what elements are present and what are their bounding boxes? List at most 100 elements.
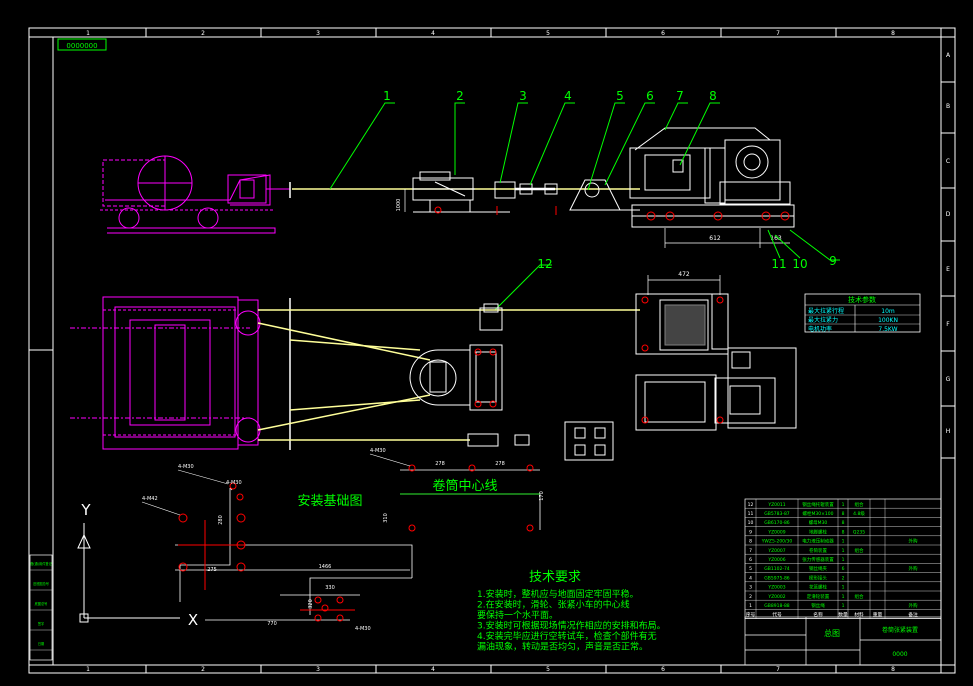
callout-1: 1: [383, 89, 391, 103]
row-letter: B: [946, 103, 950, 110]
axis-y-label: Y: [80, 501, 91, 519]
column-number: 3: [316, 666, 320, 673]
bom-header-cell: 重量: [873, 611, 883, 618]
callout-5: 5: [616, 89, 624, 103]
title-drawing-no: 0000: [892, 651, 907, 658]
fixed-pulley-assembly: [412, 171, 558, 213]
column-number: 2: [201, 30, 205, 37]
hole-label-2: 4-M30: [370, 448, 386, 454]
column-number: 6: [661, 30, 665, 37]
tech-requirements: 技术要求 1.安装时，整机应与地面固定牢固平稳。2.在安装时，滑轮、张紧小车的中…: [477, 570, 666, 653]
winch-plan-bolts: [641, 296, 724, 424]
column-number: 1: [86, 30, 90, 37]
turnbuckle-plan: [467, 421, 614, 461]
hole-label-4: 4-M30: [226, 480, 242, 486]
bom-cell: 螺母M30: [809, 519, 828, 526]
column-number: 3: [316, 30, 320, 37]
bom-cell: 8: [842, 511, 845, 517]
row-letter: G: [946, 376, 951, 383]
drum-centerline-label: 卷筒中心线: [432, 478, 497, 494]
bom-cell: 卷筒装置: [809, 547, 827, 554]
title-product: 卷筒张紧装置: [882, 626, 918, 634]
dim-320: 320: [308, 599, 314, 609]
bom-cell: 螺栓M30×100: [803, 510, 834, 517]
tension-cart: [100, 155, 290, 234]
bom-cell: 外购: [909, 565, 918, 572]
row-letter: A: [946, 52, 951, 59]
foundation-title: 安装基础图: [297, 494, 362, 509]
bom-cell: 张力传感器装置: [802, 556, 834, 563]
bom-header-cell: 数量: [838, 611, 848, 618]
stamp-label: 借(通)用件登记: [30, 561, 52, 566]
tech-param-value: 100KN: [878, 317, 898, 324]
bom-cell: GB5783-87: [764, 511, 790, 517]
requirement-line: 要保持一个水平面。: [477, 609, 558, 621]
bom-cell: 11: [748, 511, 754, 517]
hole-label-3: 4-M42: [142, 496, 158, 502]
bom-cell: 1: [842, 539, 845, 545]
bom-cell: GB1102-74: [764, 566, 790, 572]
bom-cell: 楔形接头: [809, 574, 827, 581]
requirement-line: 漏油现象，转动是否均匀，声音是否正常。: [477, 641, 648, 653]
callout-3: 3: [519, 89, 527, 103]
row-letter: D: [946, 211, 951, 218]
requirement-line: 4.安装完毕应进行空转试车，检查个部件有无: [477, 630, 657, 642]
bom-cell: 1: [749, 603, 752, 609]
bom-cell: YZ0002: [767, 594, 785, 600]
bom-header-cell: 代号: [772, 611, 782, 618]
bom-cell: 1: [842, 603, 845, 609]
dim-163: 163: [770, 235, 782, 242]
bom-cell: 外购: [909, 538, 918, 545]
column-number: 5: [546, 30, 550, 37]
front-elevation: 612 163 1000: [100, 127, 795, 248]
bom-cell: 8: [842, 520, 845, 526]
bom-cell: 8: [749, 539, 752, 545]
bom-cell: YZ0003: [767, 585, 785, 591]
dim-472: 472: [678, 271, 690, 278]
requirement-line: 1.安装时，整机应与地面固定牢固平稳。: [477, 588, 639, 600]
wire-rope-plan: [257, 309, 640, 441]
requirement-line: 3.安装时可根据现场情况作相应的安排和布局。: [477, 620, 666, 632]
column-number: 8: [891, 30, 895, 37]
stamp-label: 日期: [38, 641, 44, 646]
callout-2: 2: [456, 89, 464, 103]
bom-header-cell: 名称: [813, 611, 823, 618]
column-number: 7: [776, 666, 780, 673]
tech-param-value: 7.5KW: [878, 326, 897, 333]
rope-support-plan: [479, 303, 503, 331]
column-number: 8: [891, 666, 895, 673]
tech-param-name: 最大拉紧力: [808, 316, 838, 324]
tech-params-title: 技术参数: [848, 295, 876, 304]
bom-cell: 10: [748, 520, 754, 526]
pulley-plan-bolts: [474, 348, 497, 408]
dim-770: 770: [267, 621, 277, 627]
dim-612: 612: [709, 235, 721, 242]
dim-330: 330: [325, 585, 335, 591]
column-number: 2: [201, 666, 205, 673]
column-number: 5: [546, 666, 550, 673]
bom-cell: 2: [842, 575, 845, 581]
bom-cell: 花篮螺栓: [809, 584, 827, 591]
callout-8: 8: [709, 89, 717, 103]
bom-cell: YZ0009: [767, 529, 785, 535]
tension-sensor-assembly: [569, 179, 640, 211]
pulley-plan: [409, 344, 503, 411]
dim-310: 310: [383, 513, 389, 523]
bom-cell: 1: [842, 502, 845, 508]
dim-280: 280: [218, 515, 224, 525]
dim-472-lines: [647, 275, 721, 295]
column-number: 6: [661, 666, 665, 673]
winch-dimensions: [664, 228, 790, 248]
dim-170: 170: [539, 491, 545, 501]
bom-cell: 4: [749, 575, 752, 581]
stamp-label: 底图总号: [35, 601, 48, 606]
callout-7: 7: [676, 89, 684, 103]
bom-cell: 组合: [855, 593, 864, 600]
title-block: [744, 616, 942, 666]
bom-cell: 6: [749, 557, 752, 563]
bom-cell: 4.8级: [853, 510, 865, 517]
